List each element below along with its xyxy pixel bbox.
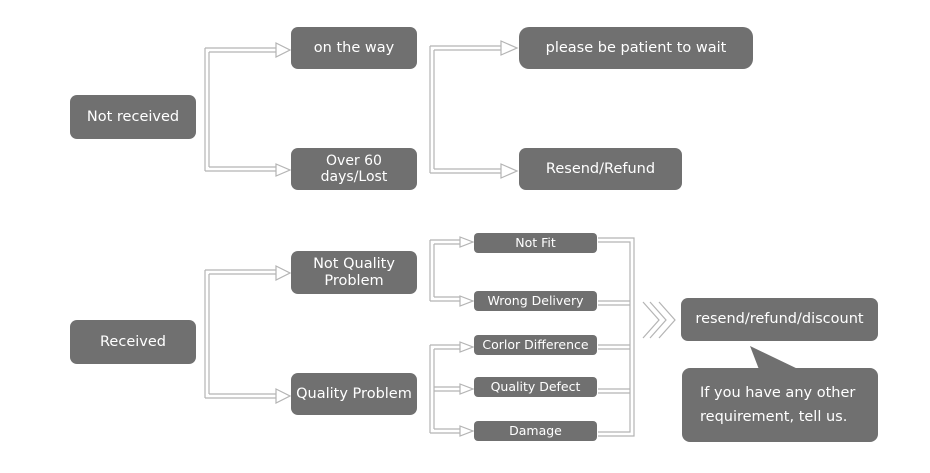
hollow-arrow-icon (275, 388, 292, 404)
connector-outcomes (429, 40, 519, 179)
connector-not-quality-items (429, 236, 475, 307)
hollow-arrow-icon (275, 163, 292, 177)
connector-merge (598, 237, 635, 437)
not-received-box: Not received (70, 95, 196, 139)
other-requirement-note: If you have any other requirement, tell … (682, 368, 878, 442)
quality-defect-item: Quality Defect (474, 377, 597, 397)
hollow-arrow-icon (500, 40, 519, 56)
quality-problem-box: Quality Problem (291, 373, 417, 415)
note-bubble-tail (750, 346, 800, 372)
hollow-arrow-icon (459, 236, 475, 248)
on-the-way-box: on the way (291, 27, 417, 69)
hollow-arrow-icon (459, 295, 475, 307)
received-box: Received (70, 320, 196, 364)
not-quality-problem-box: Not Quality Problem (291, 251, 417, 294)
connector-not-received (204, 42, 292, 177)
connector-quality-items (429, 341, 475, 437)
not-fit-item: Not Fit (474, 233, 597, 253)
resend-refund-box: Resend/Refund (519, 148, 682, 190)
hollow-arrow-icon (459, 341, 475, 353)
hollow-arrow-icon (459, 383, 475, 395)
double-chevron-right-icon (642, 301, 676, 339)
damage-item: Damage (474, 421, 597, 441)
hollow-arrow-icon (459, 425, 475, 437)
color-difference-item: Corlor Difference (474, 335, 597, 355)
connector-received (204, 265, 292, 404)
resend-refund-discount-box: resend/refund/discount (681, 298, 878, 341)
wrong-delivery-item: Wrong Delivery (474, 291, 597, 311)
over-60-days-lost-box: Over 60 days/Lost (291, 148, 417, 190)
hollow-arrow-icon (275, 265, 292, 281)
patient-wait-box: please be patient to wait (519, 27, 753, 69)
hollow-arrow-icon (275, 42, 292, 58)
hollow-arrow-icon (500, 163, 519, 179)
